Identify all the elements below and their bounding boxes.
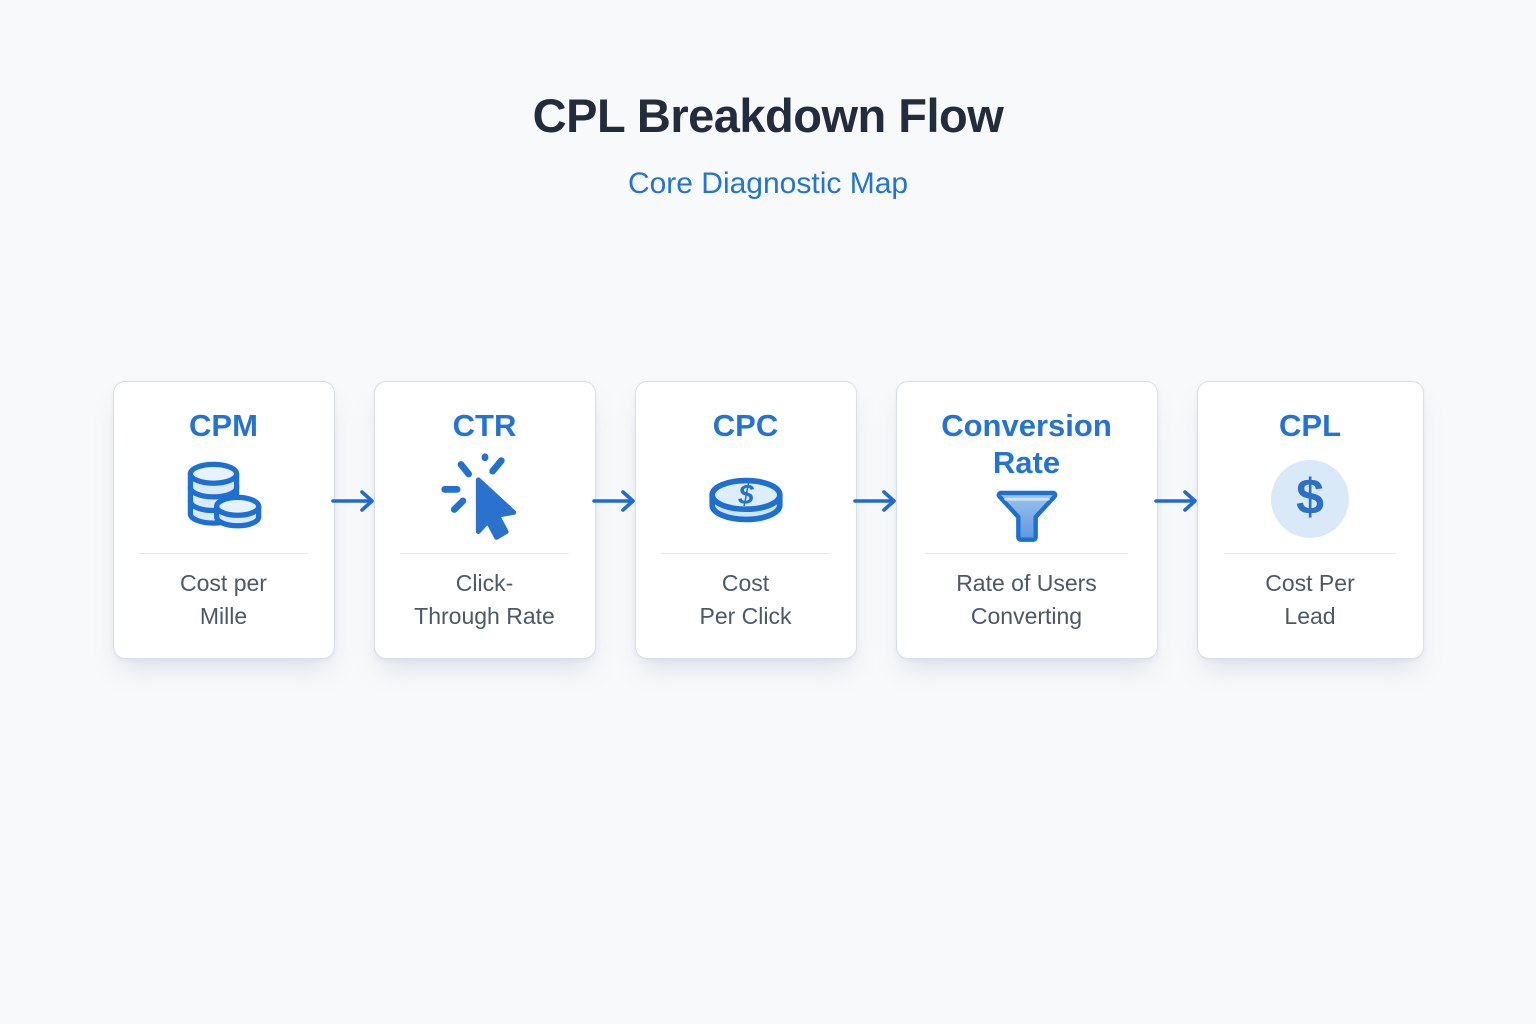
card-title: CTR <box>452 408 517 443</box>
card-divider <box>400 553 569 554</box>
card-description-line: Cost per <box>180 570 267 596</box>
card-conversion-rate: Conversion Rate Rate of Users Converti <box>895 381 1158 659</box>
dollar-glyph: $ <box>737 479 754 510</box>
page-subtitle: Core Diagnostic Map <box>627 167 909 200</box>
page-header: CPL Breakdown Flow Core Diagnostic Map <box>0 88 1536 201</box>
flow-arrow-icon <box>1154 488 1197 514</box>
funnel-icon <box>909 481 1145 553</box>
flow-arrow-icon <box>592 488 635 514</box>
card-title: CPM <box>189 408 258 443</box>
card-title: CPL <box>1279 408 1341 443</box>
card-title: CPC <box>712 408 779 443</box>
card-divider <box>661 553 830 554</box>
card-description-line: Mille <box>199 602 248 629</box>
flow-diagram: CPM Cost per Mille <box>0 381 1536 659</box>
card-cpl: CPL $ Cost Per Lead <box>1196 381 1424 659</box>
card-divider <box>1223 553 1397 554</box>
dollar-circle-icon: $ <box>1210 444 1411 553</box>
card-cpm: CPM Cost per Mille <box>112 381 335 659</box>
card-description-line: Converting <box>970 602 1083 629</box>
dollar-coin-icon: $ <box>648 444 844 553</box>
card-title: Conversion Rate <box>941 408 1112 481</box>
card-description: Click- Through Rate <box>414 554 555 644</box>
card-description: Cost Per Lead <box>1265 554 1354 644</box>
card-cpc: CPC $ Cost Per Click <box>634 381 857 659</box>
flow-arrow-icon <box>331 488 374 514</box>
card-description-line: Cost <box>721 570 770 596</box>
dollar-circle-badge: $ <box>1271 459 1349 538</box>
cursor-click-icon <box>387 444 583 553</box>
card-description-line: Per Click <box>699 602 792 629</box>
card-divider <box>925 553 1128 554</box>
card-description-line: Click- <box>455 570 514 596</box>
card-description-line: Cost Per <box>1265 570 1355 596</box>
card-ctr: CTR Click- Through Rate <box>373 381 596 659</box>
card-description: Cost Per Click <box>699 554 791 644</box>
dollar-glyph: $ <box>1296 468 1324 525</box>
card-description: Rate of Users Converting <box>956 554 1097 644</box>
card-description: Cost per Mille <box>180 554 267 644</box>
flow-arrow-icon <box>853 488 896 514</box>
card-description-line: Rate of Users <box>956 570 1097 596</box>
card-description-line: Through Rate <box>414 602 555 629</box>
coins-stack-icon <box>126 444 322 553</box>
page-title: CPL Breakdown Flow <box>532 89 1004 142</box>
card-description-line: Lead <box>1284 602 1336 629</box>
card-divider <box>139 553 308 554</box>
